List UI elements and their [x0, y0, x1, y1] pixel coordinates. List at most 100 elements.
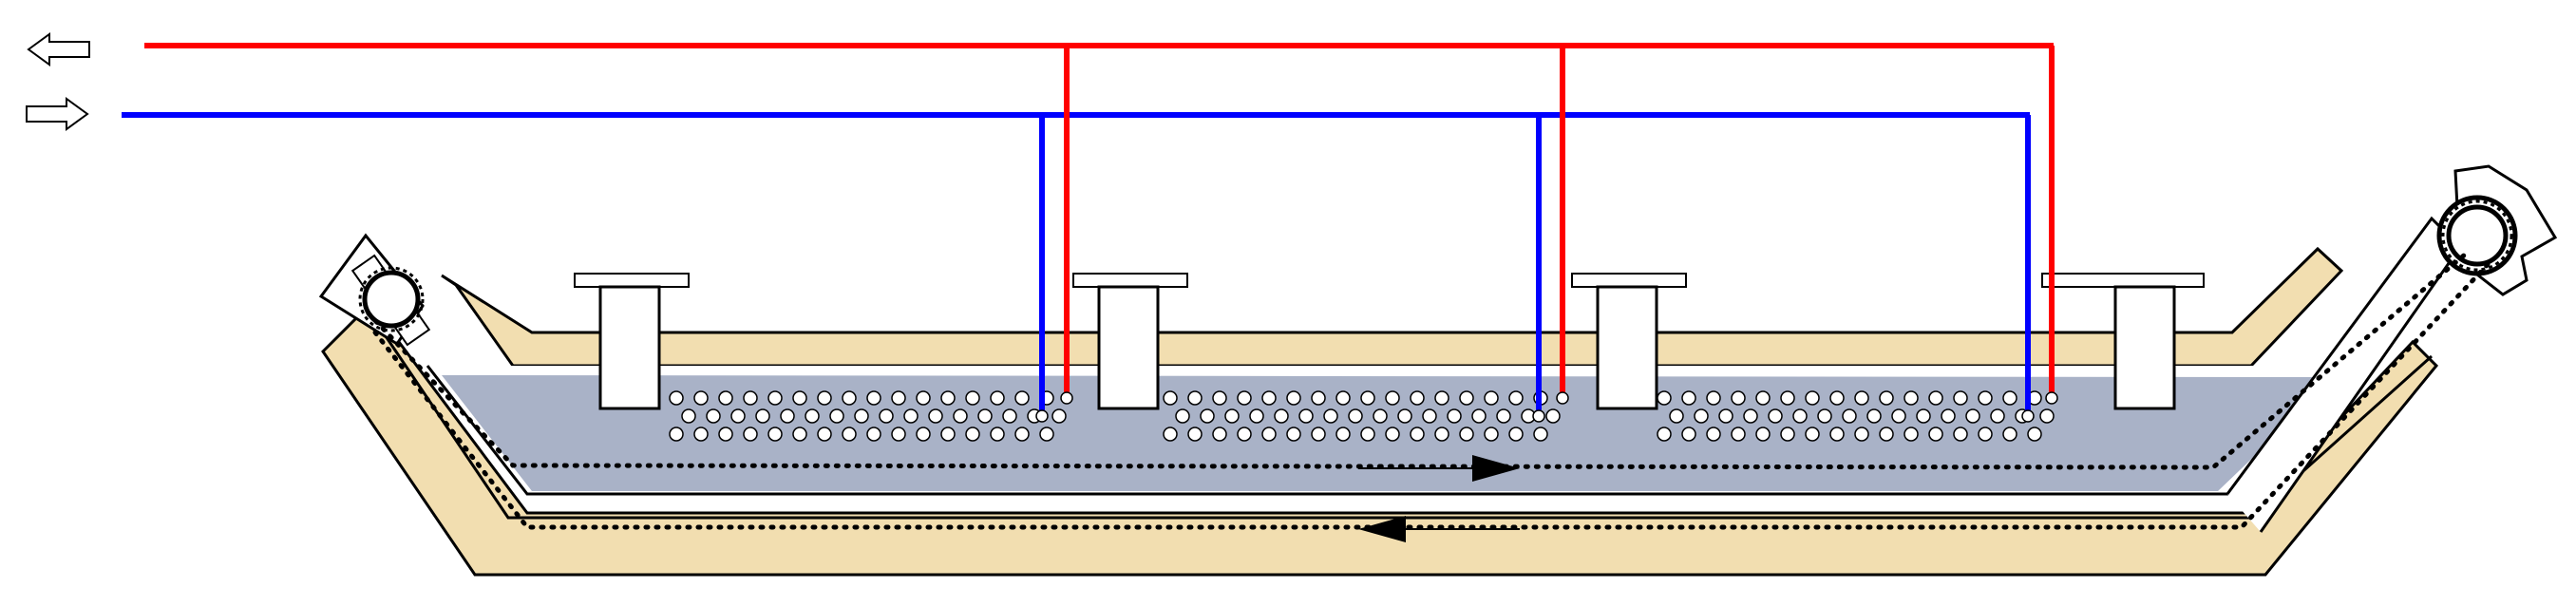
- heater-units: [574, 273, 2205, 410]
- air-bubble: [990, 427, 1005, 442]
- right-sprocket-icon: [2436, 195, 2518, 276]
- air-bubble: [1891, 408, 1906, 424]
- air-bubble: [1323, 408, 1338, 424]
- air-bubble: [891, 427, 906, 442]
- air-bubble: [1311, 390, 1326, 406]
- air-bubble: [1953, 390, 1968, 406]
- air-bubble: [854, 408, 869, 424]
- air-bubble: [1508, 390, 1524, 406]
- heater-unit: [574, 273, 690, 410]
- air-bubble: [1187, 427, 1203, 442]
- air-bubble: [866, 390, 881, 406]
- air-bubble: [1410, 390, 1425, 406]
- air-bubble: [1755, 427, 1771, 442]
- air-bubble: [1434, 427, 1449, 442]
- air-bubble: [1261, 427, 1277, 442]
- air-bubble: [1286, 390, 1301, 406]
- air-bubble: [1768, 408, 1783, 424]
- air-bubble: [1163, 427, 1178, 442]
- air-bubble: [1261, 390, 1277, 406]
- air-bubble: [1249, 408, 1264, 424]
- air-bubble: [1706, 427, 1721, 442]
- air-bubble: [2002, 390, 2017, 406]
- pipe-network: [122, 43, 2058, 423]
- air-bubble: [1237, 427, 1252, 442]
- air-bubble: [842, 390, 857, 406]
- air-bubble: [940, 390, 956, 406]
- air-bubble: [879, 408, 894, 424]
- air-bubble: [1669, 408, 1684, 424]
- air-bubble: [1459, 390, 1474, 406]
- air-bubble: [1422, 408, 1437, 424]
- return-nozzle: [2021, 409, 2035, 423]
- bubble-group: [669, 390, 1067, 442]
- air-bubble: [1731, 390, 1746, 406]
- heater-plate: [1072, 273, 1188, 288]
- air-bubble: [1348, 408, 1363, 424]
- air-bubble: [1805, 427, 1820, 442]
- air-bubble: [1039, 427, 1054, 442]
- air-bubble: [706, 408, 721, 424]
- air-bubble: [792, 390, 807, 406]
- air-bubble: [681, 408, 696, 424]
- air-bubble: [817, 390, 832, 406]
- air-bubble: [1274, 408, 1289, 424]
- air-bubble: [1471, 408, 1487, 424]
- air-bubble: [965, 390, 980, 406]
- air-bubble: [1014, 390, 1030, 406]
- bath-liquid: [442, 375, 2327, 491]
- air-bubble: [1434, 390, 1449, 406]
- return-nozzle: [1035, 409, 1049, 423]
- heater-post: [1097, 285, 1160, 410]
- air-bubble: [1335, 390, 1351, 406]
- air-bubble: [1780, 390, 1795, 406]
- air-bubble: [1002, 408, 1017, 424]
- chain-upper-flow-icon: [1358, 455, 1520, 482]
- air-bubble: [1854, 390, 1869, 406]
- air-bubble: [990, 390, 1005, 406]
- heater-post: [2113, 285, 2176, 410]
- air-bubble: [2039, 408, 2055, 424]
- air-bubble: [916, 390, 931, 406]
- air-bubble: [866, 427, 881, 442]
- air-bubble: [1360, 427, 1375, 442]
- air-bubble: [1817, 408, 1832, 424]
- air-bubble: [1163, 390, 1178, 406]
- air-bubble: [2027, 427, 2042, 442]
- air-bubble: [1829, 427, 1845, 442]
- air-bubble: [2002, 427, 2017, 442]
- heater-unit: [1072, 273, 1188, 410]
- air-bubble: [916, 427, 931, 442]
- air-bubble: [1941, 408, 1956, 424]
- air-bubble: [1780, 427, 1795, 442]
- inlet-arrow-icon: [26, 97, 89, 131]
- air-bubble: [1496, 408, 1511, 424]
- air-bubble: [1965, 408, 1980, 424]
- air-bubble: [1286, 427, 1301, 442]
- air-bubbles: [669, 390, 2055, 442]
- air-bubble: [1459, 427, 1474, 442]
- air-bubble: [903, 408, 919, 424]
- chain-lower-flow-icon: [1358, 516, 1520, 542]
- bubble-group: [1657, 390, 2055, 442]
- outlet-arrow-icon: [27, 32, 90, 66]
- air-bubble: [940, 427, 956, 442]
- air-bubble: [1829, 390, 1845, 406]
- air-bubble: [817, 427, 832, 442]
- air-bubble: [1335, 427, 1351, 442]
- air-bubble: [1953, 427, 1968, 442]
- air-bubble: [1212, 427, 1227, 442]
- air-bubble: [1978, 427, 1993, 442]
- tank-inner-wall: [441, 246, 2344, 368]
- air-bubble: [1311, 427, 1326, 442]
- air-bubble: [743, 427, 758, 442]
- air-bubble: [977, 408, 993, 424]
- air-bubble: [1175, 408, 1190, 424]
- air-bubble: [1681, 390, 1696, 406]
- air-bubble: [1928, 427, 1943, 442]
- air-bubble: [1397, 408, 1412, 424]
- air-bubble: [1706, 390, 1721, 406]
- air-bubble: [1805, 390, 1820, 406]
- heater-post: [598, 285, 661, 410]
